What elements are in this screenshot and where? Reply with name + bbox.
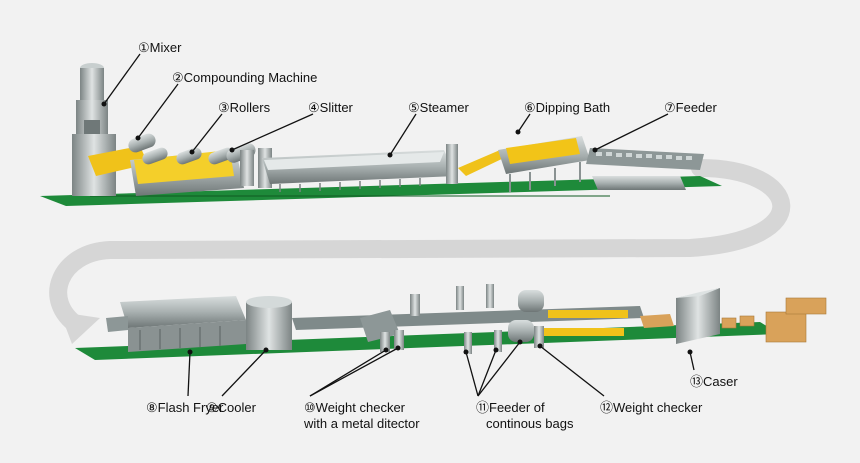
caser: [676, 288, 827, 344]
leader-dots: [101, 101, 693, 355]
cooler: [246, 296, 292, 350]
rollers: [128, 133, 234, 165]
steamer: [258, 144, 458, 192]
top-conveyor-dots: [90, 195, 610, 197]
top-conveyor-base: [40, 176, 722, 206]
mixer-machine: [72, 63, 116, 196]
label-steamer: ⑤Steamer: [408, 100, 469, 115]
label-weight-checker-metal-line2: with a metal ditector: [304, 416, 420, 431]
return-flow-arrow: [49, 159, 791, 344]
label-rollers: ③Rollers: [218, 100, 271, 115]
compounding-machine: [88, 146, 244, 196]
label-cooler: ⑨Cooler: [206, 400, 256, 415]
dipping-bath: [458, 136, 590, 192]
label-feeder-bags-line1: ⑪Feeder of: [476, 400, 545, 415]
weight-checker: [534, 314, 674, 348]
label-weight-checker: ⑫Weight checker: [600, 400, 703, 415]
label-dipping-bath: ⑥Dipping Bath: [524, 100, 611, 115]
label-caser: ⑬Caser: [690, 374, 738, 389]
leader-lines: [103, 53, 695, 397]
label-feeder-bags-line2: continous bags: [486, 416, 574, 431]
label-mixer: ①Mixer: [138, 40, 182, 55]
label-weight-checker-metal-line1: ⑩Weight checker: [304, 400, 406, 415]
label-compounding-machine: ②Compounding Machine: [172, 70, 318, 85]
feeder-continuous-bags: [456, 284, 628, 354]
label-slitter: ④Slitter: [308, 100, 353, 115]
flash-fryer: [106, 296, 246, 352]
weight-checker-metal-detector: [380, 294, 420, 352]
label-feeder: ⑦Feeder: [664, 100, 717, 115]
label-flash-fryer: ⑧Flash Fryer: [146, 400, 224, 415]
slitter: [226, 143, 256, 186]
feeder: [586, 148, 704, 190]
